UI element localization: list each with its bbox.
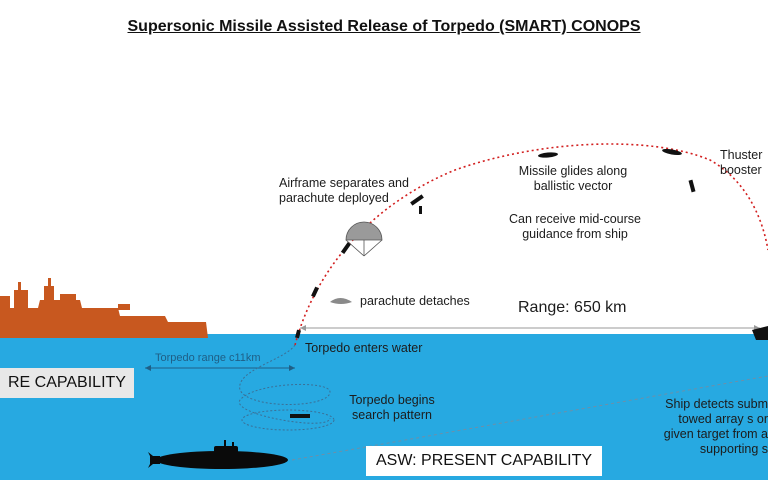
label-airframe: Airframe separates and parachute deploye… — [279, 176, 409, 205]
present-capability-box: ASW: PRESENT CAPABILITY — [366, 446, 603, 476]
parachute-icon — [330, 221, 383, 304]
missile-icon — [295, 148, 696, 339]
torpedo-icon — [290, 414, 310, 418]
label-ship-detects: Ship detects subm towed array s or given… — [663, 397, 768, 456]
submarine-icon — [148, 440, 288, 469]
label-search-pattern: Torpedo begins search pattern — [349, 393, 435, 422]
label-midcourse: Can receive mid-course guidance from shi… — [509, 212, 641, 241]
label-range: Range: 650 km — [518, 299, 627, 316]
label-parachute-detaches: parachute detaches — [360, 294, 470, 308]
diagram-title: Supersonic Missile Assisted Release of T… — [127, 18, 641, 35]
label-torpedo-enters: Torpedo enters water — [305, 341, 423, 355]
warship-icon — [0, 278, 208, 338]
label-glides: Missile glides along ballistic vector — [518, 164, 628, 193]
label-torpedo-range: Torpedo range c11km — [155, 352, 261, 364]
future-capability-box: RE CAPABILITY — [0, 368, 134, 398]
label-thruster: Thuster booster — [720, 148, 763, 177]
